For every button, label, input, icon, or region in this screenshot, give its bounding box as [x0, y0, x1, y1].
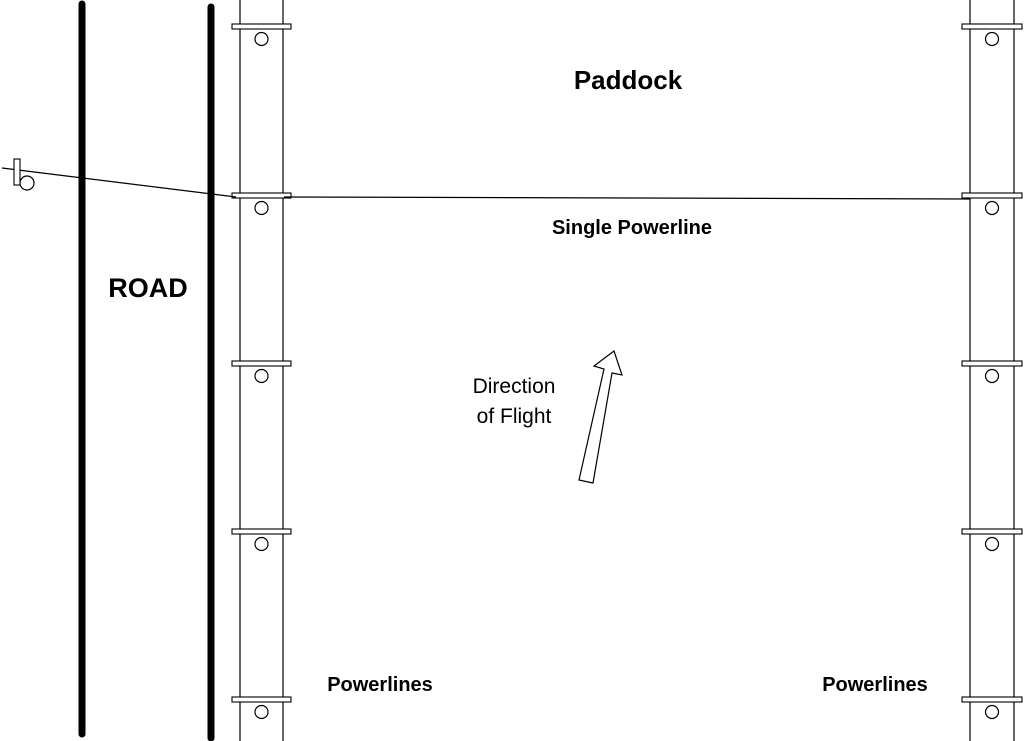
right-pole-crossarm — [961, 360, 1023, 367]
right-pole-circle — [984, 536, 1000, 552]
left-pole-crossarm — [231, 528, 292, 535]
direction-label-line1: Direction — [473, 375, 556, 398]
direction-label-line2: of Flight — [477, 405, 552, 428]
left-pole-circle — [254, 368, 269, 384]
left-powerline-corridor — [231, 0, 292, 741]
right-pole-circle — [984, 31, 1000, 47]
powerlines-label-right: Powerlines — [822, 674, 928, 696]
right-pole-crossarm — [961, 23, 1023, 30]
right-pole-crossarm — [961, 192, 1023, 199]
paddock-label: Paddock — [574, 65, 683, 95]
right-pole-crossarm — [961, 696, 1023, 703]
single-powerline-label: Single Powerline — [552, 217, 712, 239]
left-pole-crossarm — [231, 23, 292, 30]
left-pole-circle — [254, 31, 269, 47]
right-pole-circle — [984, 368, 1000, 384]
right-pole-circle — [984, 704, 1000, 720]
left-pole-crossarm — [231, 696, 292, 703]
left-pole-crossarm — [231, 360, 292, 367]
left-pole-circle — [254, 704, 269, 720]
left-pole-circle — [254, 200, 269, 216]
left-pole-circle — [254, 536, 269, 552]
single-powerline-span — [283, 196, 971, 200]
service-line-to-house — [1, 167, 237, 198]
house-pole-symbol — [13, 158, 35, 191]
powerlines-label-left: Powerlines — [327, 674, 433, 696]
right-pole-group — [961, 23, 1023, 720]
right-powerline-corridor — [961, 0, 1023, 741]
right-pole-crossarm — [961, 528, 1023, 535]
direction-arrow — [578, 350, 623, 484]
road-label: ROAD — [108, 273, 188, 303]
right-pole-circle — [984, 200, 1000, 216]
left-pole-crossarm — [231, 192, 292, 199]
left-pole-group — [231, 23, 292, 720]
